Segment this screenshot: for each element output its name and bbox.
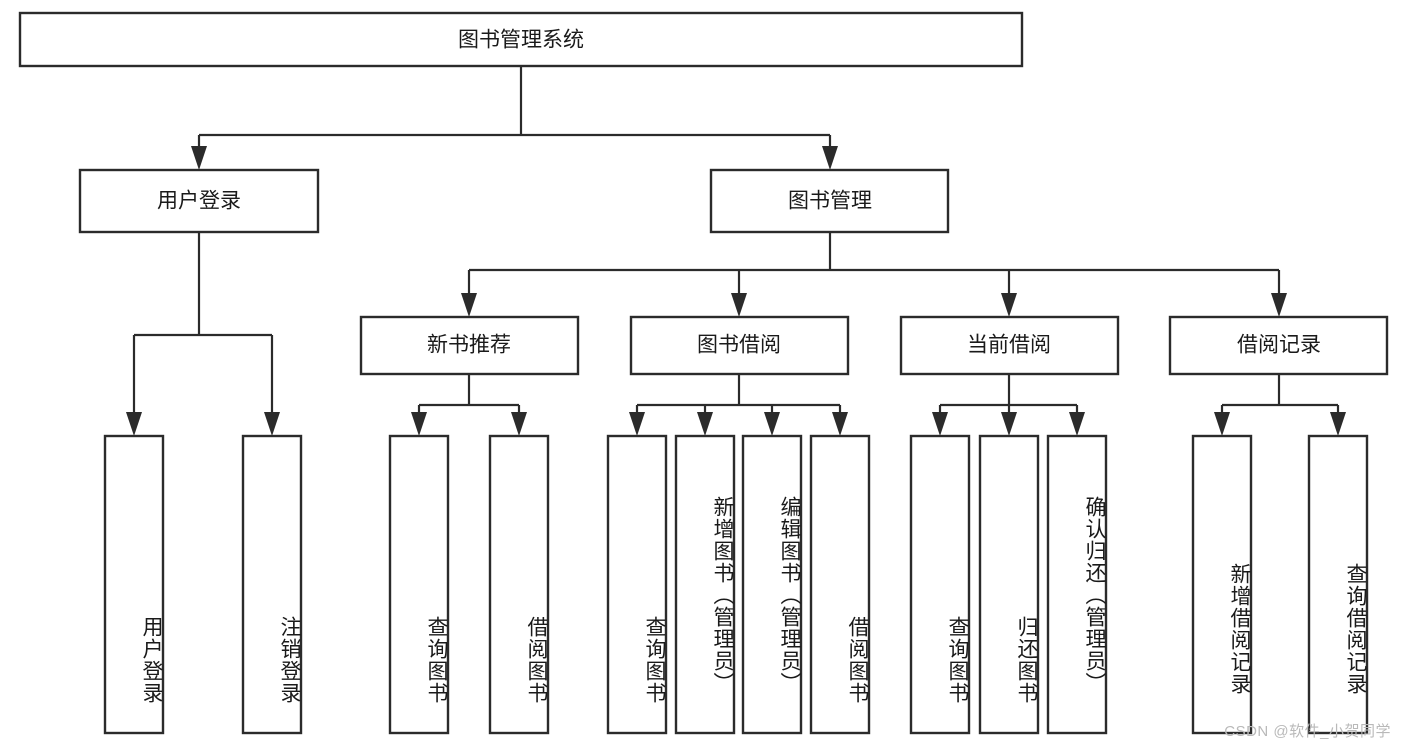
connector-group-user-login (126, 232, 280, 436)
node-book-borrow-label: 图书借阅 (697, 334, 781, 357)
node-leaf-add-book-box[interactable] (674, 434, 736, 735)
node-borrow-record-label: 借阅记录 (1237, 334, 1321, 357)
arrow-head-leaf-query-book-2 (629, 412, 645, 436)
node-borrow-record[interactable]: 借阅记录 (1168, 315, 1389, 376)
arrow-head-leaf-edit-book (764, 412, 780, 436)
connector-group-current-borrow (932, 374, 1085, 436)
node-book-management-box[interactable] (709, 168, 950, 234)
node-leaf-user-login-box[interactable] (103, 434, 165, 735)
arrow-head-leaf-confirm-return (1069, 412, 1085, 436)
node-title-box[interactable] (18, 11, 1024, 68)
node-book-borrow[interactable]: 图书借阅 (629, 315, 850, 376)
arrow-head-new-book-recommend (461, 293, 477, 317)
node-leaf-borrow-book-1-box[interactable] (488, 434, 550, 735)
node-borrow-record-box[interactable] (1168, 315, 1389, 376)
node-user-login-label: 用户登录 (157, 190, 241, 213)
node-book-management[interactable]: 图书管理 (709, 168, 950, 234)
arrow-head-leaf-user-login (126, 412, 142, 436)
node-current-borrow-box[interactable] (899, 315, 1120, 376)
node-user-login[interactable]: 用户登录 (78, 168, 320, 234)
arrow-head-leaf-return-book (1001, 412, 1017, 436)
arrow-head-book-borrow (731, 293, 747, 317)
arrow-head-leaf-user-logout (264, 412, 280, 436)
node-leaf-query-book-1-box[interactable] (388, 434, 450, 735)
arrow-head-leaf-add-book (697, 412, 713, 436)
csdn-watermark: CSDN @软件_小贺同学 (1224, 723, 1391, 740)
arrow-head-user-login (191, 146, 207, 170)
node-leaf-borrow-book-2-box[interactable] (809, 434, 871, 735)
node-new-book-recommend-box[interactable] (359, 315, 580, 376)
arrow-head-leaf-query-book-3 (932, 412, 948, 436)
node-leaf-add-borrow-record-box[interactable] (1191, 434, 1253, 735)
arrow-head-leaf-add-borrow-record (1214, 412, 1230, 436)
node-book-borrow-box[interactable] (629, 315, 850, 376)
arrow-head-current-borrow (1001, 293, 1017, 317)
arrow-head-book-management (822, 146, 838, 170)
node-leaf-query-borrow-record-box[interactable] (1307, 434, 1369, 735)
connector-group-book-management (461, 232, 1287, 317)
node-title-label: 图书管理系统 (458, 29, 584, 52)
node-current-borrow-label: 当前借阅 (967, 334, 1051, 357)
node-new-book-recommend-label: 新书推荐 (427, 334, 511, 357)
node-leaf-confirm-return-box[interactable] (1046, 434, 1108, 735)
connector-group-borrow-record (1214, 374, 1346, 436)
node-leaf-query-book-2-box[interactable] (606, 434, 668, 735)
arrow-head-leaf-query-book-1 (411, 412, 427, 436)
node-leaf-edit-book-box[interactable] (741, 434, 803, 735)
connector-group-root (191, 66, 838, 170)
node-leaf-return-book-box[interactable] (978, 434, 1040, 735)
arrow-head-leaf-borrow-book-2 (832, 412, 848, 436)
node-book-management-label: 图书管理 (788, 190, 872, 213)
node-user-login-box[interactable] (78, 168, 320, 234)
connector-group-book-borrow (629, 374, 848, 436)
node-leaf-user-logout-box[interactable] (241, 434, 303, 735)
arrow-head-borrow-record (1271, 293, 1287, 317)
connector-group-new-book-recommend (411, 374, 527, 436)
node-leaf-query-book-3-box[interactable] (909, 434, 971, 735)
node-new-book-recommend[interactable]: 新书推荐 (359, 315, 580, 376)
arrow-head-leaf-borrow-book-1 (511, 412, 527, 436)
node-title[interactable]: 图书管理系统 (18, 11, 1024, 68)
node-current-borrow[interactable]: 当前借阅 (899, 315, 1120, 376)
arrow-head-leaf-query-borrow-record (1330, 412, 1346, 436)
